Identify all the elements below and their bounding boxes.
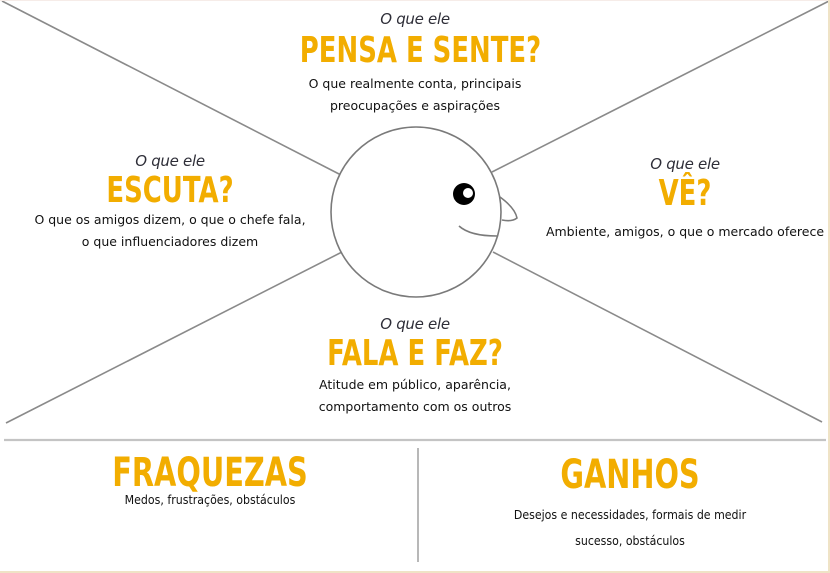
section-kicker: O que ele [135, 152, 205, 170]
section-escuta: O que ele ESCUTA? O que os amigos dizem,… [10, 152, 330, 253]
face-icon [330, 126, 518, 298]
section-title: ESCUTA? [106, 170, 234, 211]
section-fraquezas: FRAQUEZAS Medos, frustrações, obstáculos [60, 452, 360, 513]
section-description-line: comportamento com os outros [318, 399, 512, 414]
section-description-line: O que realmente conta, principais [308, 76, 522, 91]
diagonal-top-left [1, 0, 342, 176]
section-pensa-e-sente: O que ele PENSA E SENTE? O que realmente… [255, 8, 575, 117]
section-kicker: O que ele [380, 315, 450, 333]
section-description-line: Medos, frustrações, obstáculos [124, 492, 296, 507]
diagonal-bottom-left [5, 251, 343, 424]
frame-edge-top [0, 0, 830, 1]
section-description-line: o que influenciadores dizem [81, 234, 259, 249]
section-title: PENSA E SENTE? [299, 30, 542, 71]
mouth-icon [458, 225, 498, 237]
section-title: VÊ? [658, 173, 712, 214]
section-description-line: preocupações e aspirações [330, 98, 500, 113]
section-description-line: Desejos e necessidades, formais de medir [513, 507, 747, 522]
frame-edge-bottom [0, 571, 830, 573]
nose-icon [499, 196, 518, 222]
diagonal-top-right [491, 0, 830, 173]
section-kicker: O que ele [650, 155, 720, 173]
section-description-line: sucesso, obstáculos [575, 533, 685, 548]
section-title: FALA E FAZ? [327, 333, 503, 374]
section-fala-e-faz: O que ele FALA E FAZ? Atitude em público… [265, 315, 565, 418]
frame-edge-right [828, 0, 830, 573]
section-ganhos: GANHOS Desejos e necessidades, formais d… [480, 454, 780, 554]
section-description-line: Ambiente, amigos, o que o mercado oferec… [545, 224, 825, 239]
section-ve: O que ele VÊ? Ambiente, amigos, o que o … [540, 155, 830, 243]
section-title: FRAQUEZAS [112, 450, 308, 496]
section-description-line: Atitude em público, aparência, [319, 377, 511, 392]
section-description-line: O que os amigos dizem, o que o chefe fal… [34, 212, 306, 227]
diagonal-bottom-right [492, 251, 823, 423]
section-kicker: O que ele [380, 10, 450, 28]
section-title: GANHOS [560, 452, 700, 498]
